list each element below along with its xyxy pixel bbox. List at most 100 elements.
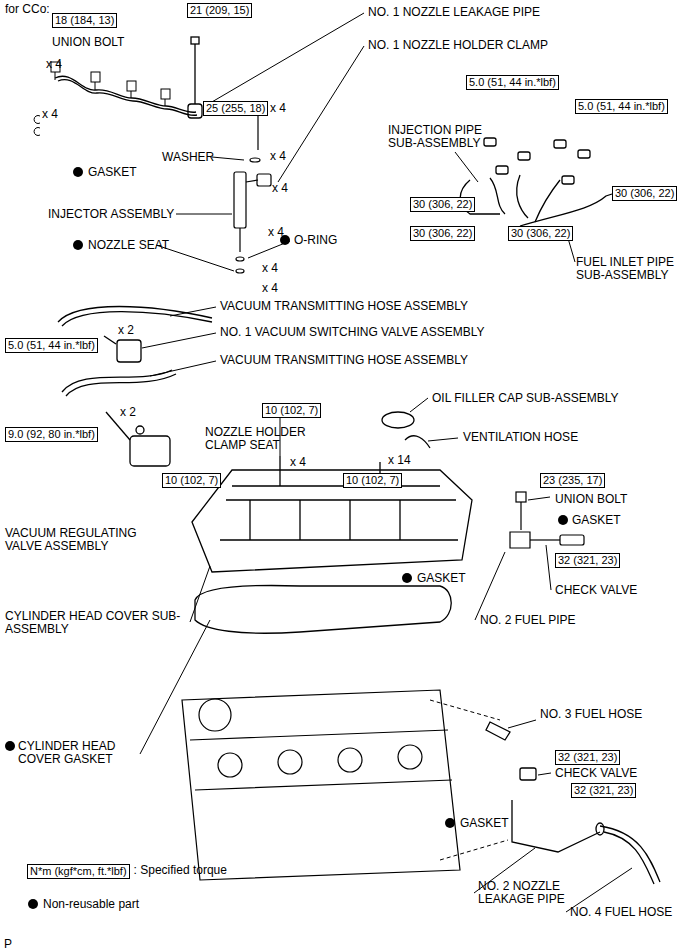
fuel-pipe — [560, 535, 584, 545]
quantity-mark: x 14 — [388, 454, 411, 467]
leader-line — [508, 720, 536, 728]
part-label: NO. 2 NOZZLE LEAKAGE PIPE — [478, 880, 596, 906]
part-label: UNION BOLT — [555, 493, 627, 506]
fuel-hose — [604, 832, 654, 884]
fuel-hose — [520, 768, 536, 780]
torque-box: 5.0 (51, 44 in.*lbf) — [466, 75, 559, 90]
part-label: NO. 1 NOZZLE LEAKAGE PIPE — [368, 6, 540, 19]
non-reusable-dot — [445, 818, 455, 828]
leader-line — [190, 566, 210, 622]
head-cover — [220, 486, 458, 540]
torque-box: 5.0 (51, 44 in.*lbf) — [5, 338, 98, 353]
fuel-hose — [596, 823, 604, 835]
vacuum-hose — [130, 436, 170, 466]
vacuum-hose — [58, 307, 212, 323]
leader-line — [142, 333, 216, 348]
torque-box: 10 (102, 7) — [262, 403, 321, 418]
part-label: CHECK VALVE — [555, 584, 637, 597]
injection-pipe — [496, 166, 508, 174]
cover-gasket — [195, 586, 451, 634]
torque-box: 18 (184, 13) — [52, 13, 117, 28]
part-label: for CCo: — [5, 3, 50, 16]
engine-block — [182, 690, 460, 880]
part-label: NO. 2 FUEL PIPE — [480, 614, 576, 627]
engine-block — [190, 730, 452, 790]
leader-line — [546, 545, 551, 590]
injection-pipe — [520, 194, 612, 226]
injector — [246, 180, 258, 182]
union-bolt — [161, 89, 170, 99]
part-label: NO. 1 NOZZLE HOLDER CLAMP — [368, 39, 548, 52]
vacuum-hose — [66, 374, 176, 396]
quantity-mark: x 4 — [290, 456, 306, 469]
torque-value: 5.0 (51, 44 in.*lbf) — [469, 76, 556, 88]
part-label: FUEL INLET PIPE SUB-ASSEMBLY — [576, 256, 686, 282]
torque-value: 32 (321, 23) — [574, 784, 633, 796]
torque-box: 32 (321, 23) — [555, 553, 620, 568]
torque-value: 25 (255, 18) — [206, 102, 265, 114]
part-label: GASKET — [417, 572, 466, 585]
torque-value: 5.0 (51, 44 in.*lbf) — [578, 100, 665, 112]
quantity-mark: x 4 — [268, 226, 284, 239]
torque-value: 23 (235, 17) — [543, 474, 602, 486]
part-label: NOZZLE HOLDER CLAMP SEAT — [205, 426, 317, 452]
torque-value: 32 (321, 23) — [558, 751, 617, 763]
head-cover — [279, 456, 280, 486]
fuel-pipe — [520, 502, 521, 530]
part-label: NO. 3 FUEL HOSE — [540, 708, 642, 721]
injection-pipe — [518, 152, 530, 160]
injector — [250, 158, 260, 162]
part-label: O-RING — [294, 234, 337, 247]
leakage-pipe — [55, 37, 202, 118]
injector — [234, 172, 246, 228]
part-label: VACUUM TRANSMITTING HOSE ASSEMBLY — [220, 300, 468, 313]
part-label: VACUUM TRANSMITTING HOSE ASSEMBLY — [220, 354, 468, 367]
fuel-pipe — [510, 532, 530, 548]
non-reusable-dot — [28, 899, 38, 909]
injector — [239, 228, 240, 252]
fuel-pipe — [530, 539, 560, 540]
vacuum-hose — [62, 312, 212, 326]
union-bolt — [131, 91, 132, 98]
union-bolt — [55, 72, 56, 80]
fuel-hose — [600, 826, 660, 882]
leader-line — [410, 398, 428, 412]
dashed-line — [430, 700, 500, 720]
leader-line — [248, 241, 290, 258]
part-label: GASKET — [572, 514, 621, 527]
engine-block — [398, 745, 422, 769]
gasket-ring — [34, 116, 40, 124]
leader-line — [205, 13, 364, 106]
quantity-mark: x 4 — [270, 150, 286, 163]
torque-box: 30 (306, 22) — [508, 226, 573, 241]
part-label: GASKET — [88, 166, 137, 179]
fuel-hose — [486, 722, 510, 740]
part-label: INJECTION PIPE SUB-ASSEMBLY — [388, 124, 506, 150]
torque-box: 21 (209, 15) — [187, 3, 252, 18]
injection-pipe — [484, 138, 496, 146]
torque-box: 30 (306, 22) — [410, 197, 475, 212]
leader-line — [278, 46, 364, 182]
part-label: CHECK VALVE — [555, 767, 637, 780]
injector — [234, 105, 271, 273]
legend-text: : Specified torque — [134, 864, 227, 877]
union-bolt — [127, 81, 136, 91]
engine-block — [278, 750, 302, 774]
quantity-mark: x 4 — [272, 182, 288, 195]
non-reusable-dot — [73, 167, 83, 177]
torque-value: 18 (184, 13) — [55, 14, 114, 26]
torque-value: 10 (102, 7) — [265, 404, 318, 416]
leakage-pipe — [55, 76, 196, 112]
fuel-hose — [486, 722, 660, 884]
leader-line — [538, 773, 551, 775]
leader-line — [528, 497, 550, 500]
leader-line — [212, 157, 244, 160]
vacuum-hose — [136, 426, 144, 434]
torque-value: N*m (kgf*cm, ft.*lbf) — [30, 865, 127, 877]
torque-box: 10 (102, 7) — [162, 473, 221, 488]
head-cover — [405, 436, 430, 448]
torque-value: 5.0 (51, 44 in.*lbf) — [8, 339, 95, 351]
legend-text: Non-reusable part — [43, 898, 139, 911]
part-label: GASKET — [460, 817, 509, 830]
